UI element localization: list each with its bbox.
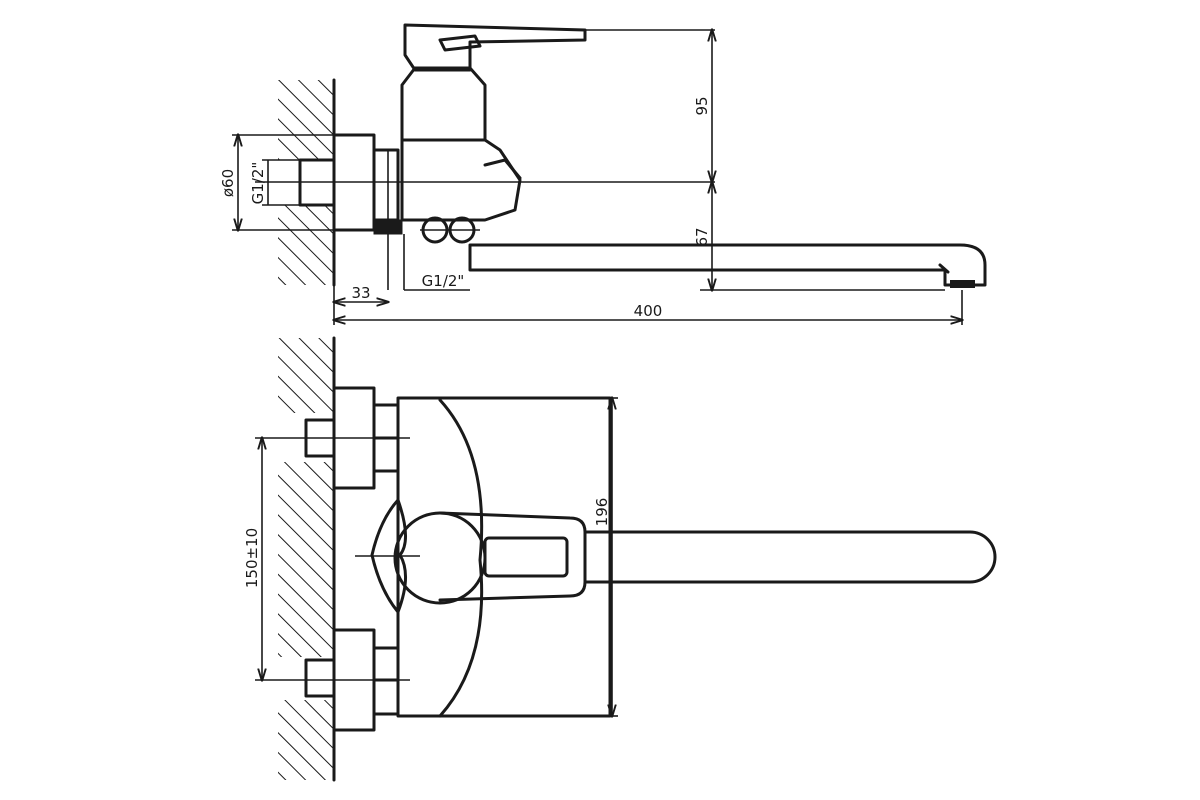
mixer-body-side <box>400 23 587 244</box>
lever-plan <box>438 511 587 602</box>
spout-plan <box>583 530 997 584</box>
dim-95: 95 <box>693 96 711 115</box>
plan-view: 196 150±10 <box>243 336 997 782</box>
side-dim-lines <box>232 30 962 325</box>
dim-thread-g12-top: G1/2" <box>249 162 267 205</box>
dim-400: 400 <box>634 302 663 320</box>
mixer-body-plan <box>370 396 612 718</box>
dim-33: 33 <box>351 284 370 302</box>
side-view: 95 67 400 33 ø60 G1/2" G1/2" <box>219 23 987 325</box>
dim-67: 67 <box>693 227 711 246</box>
spout-side <box>468 243 987 288</box>
dim-thread-g12-bottom: G1/2" <box>422 272 465 290</box>
dim-150-tolerance: 150±10 <box>243 528 261 588</box>
plan-dim-lines <box>255 398 618 716</box>
dim-196: 196 <box>593 498 611 527</box>
wall-hatch-bottom <box>278 336 336 782</box>
dim-diameter-60: ø60 <box>219 169 237 197</box>
wall-hatch-top <box>278 78 336 325</box>
